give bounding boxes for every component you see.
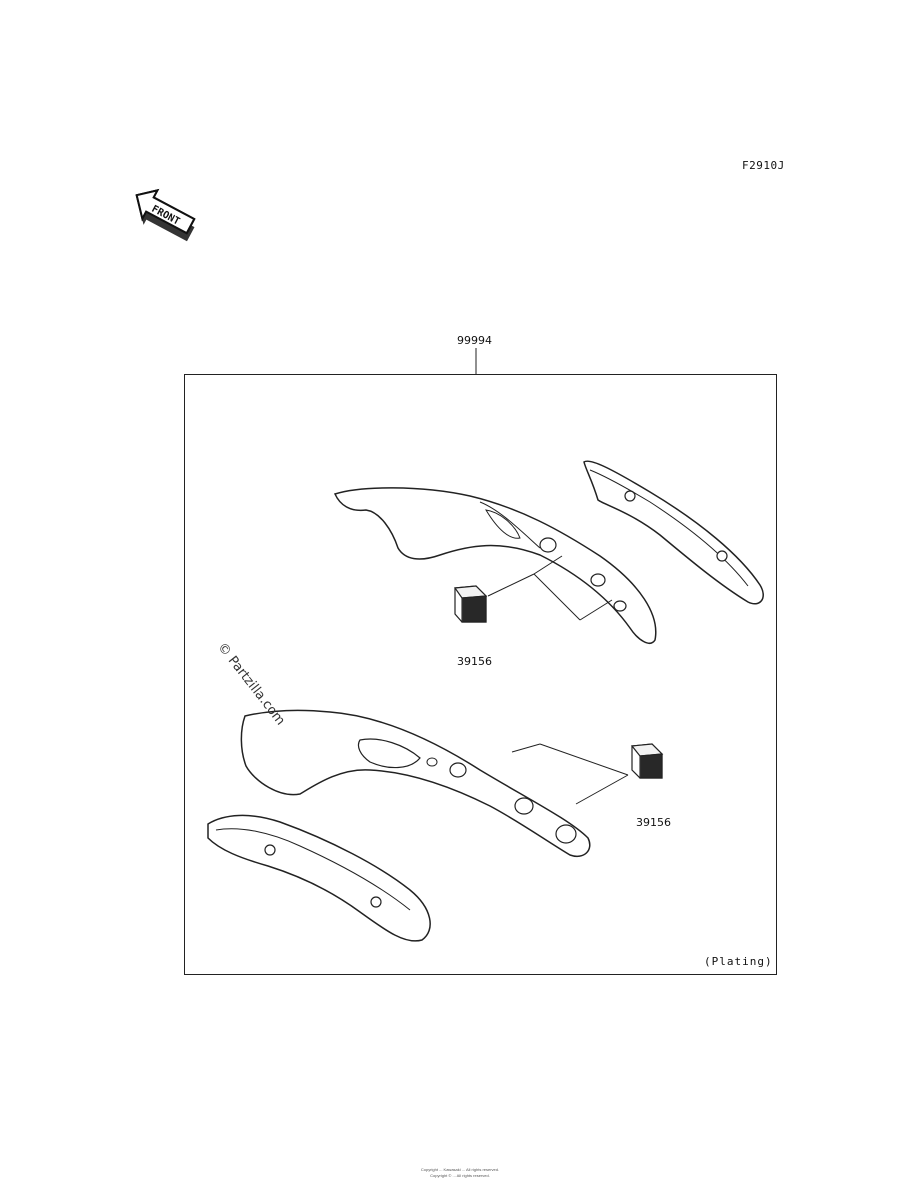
callout-39156-lower: 39156 xyxy=(636,816,671,829)
upper-leader-lines xyxy=(487,555,613,621)
lower-leader-lines xyxy=(511,743,629,805)
copyright-text: Copyright ... Kawasaki ... All rights re… xyxy=(340,1167,580,1179)
diagram-code: F2910J xyxy=(742,159,785,172)
upper-main-cover xyxy=(333,487,657,644)
upper-right-cover xyxy=(583,460,764,605)
copyright-line-2: Copyright © ... All rights reserved. xyxy=(430,1173,490,1178)
plating-note: (Plating) xyxy=(704,955,773,968)
lower-main-cover xyxy=(240,709,591,857)
callout-39156-upper: 39156 xyxy=(457,655,492,668)
lower-rubber-pad xyxy=(630,743,664,779)
upper-rubber-pad xyxy=(453,585,488,623)
kit-part-number: 99994 xyxy=(457,334,492,347)
kit-frame xyxy=(184,374,777,975)
lower-left-cover xyxy=(207,814,431,942)
front-arrow-icon: FRONT xyxy=(135,188,196,242)
copyright-line-1: Copyright ... Kawasaki ... All rights re… xyxy=(420,1167,500,1172)
